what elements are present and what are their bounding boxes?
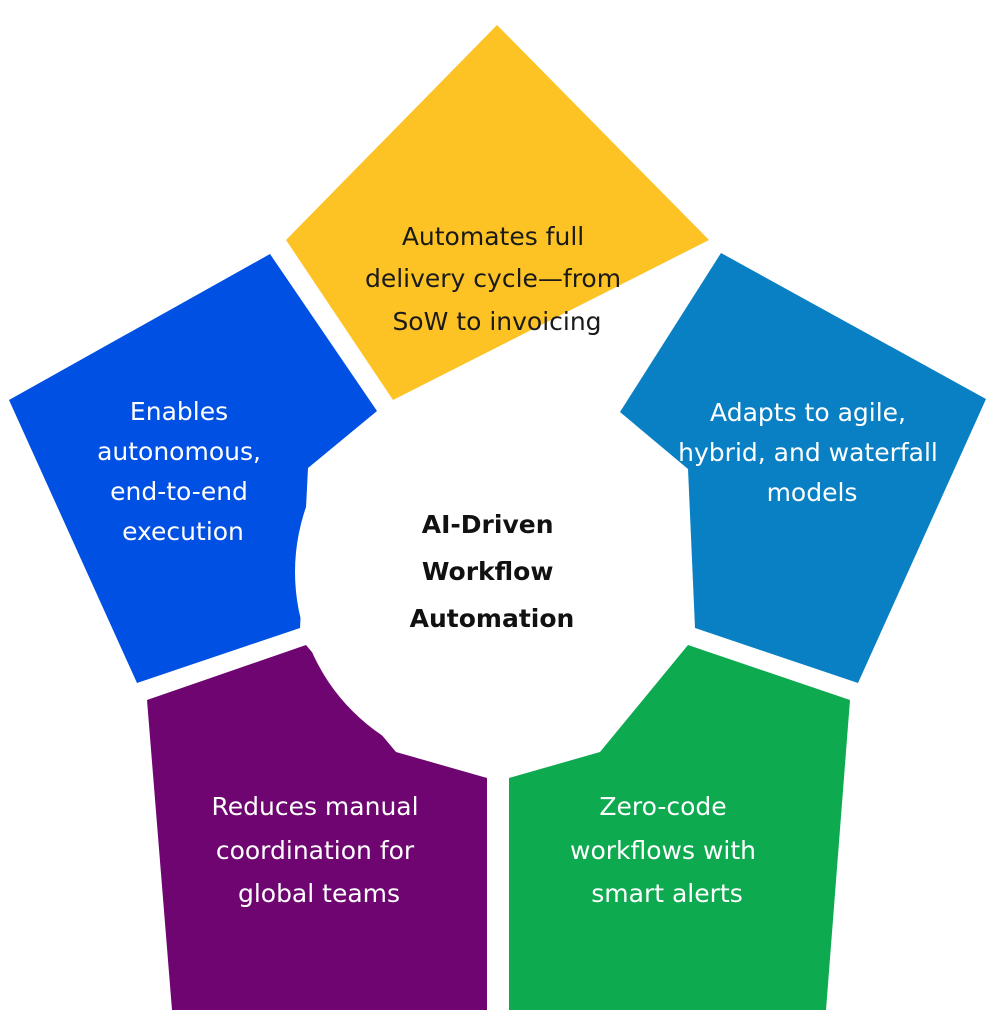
segment-left-line-4: execution [122,517,244,546]
segment-bottom-left-text: Reduces manual coordination for global t… [211,792,426,908]
segment-right-shape [620,253,986,683]
center-title: AI-Driven Workflow Automation [410,510,575,633]
center-circle [295,375,689,769]
segment-left: Enables autonomous, end-to-end execution [9,254,377,683]
segment-right-line-2: hybrid, and waterfall [678,438,938,467]
center-title-line-2: Workflow [422,557,554,586]
segment-left-line-3: end-to-end [110,477,248,506]
segment-bottom-right-line-3: smart alerts [591,879,742,908]
segment-top-line-2: delivery cycle—from [365,264,621,293]
segment-top-line-3: SoW to invoicing [392,307,601,336]
segment-right-line-3: models [767,478,858,507]
segment-left-line-2: autonomous, [97,437,261,466]
center-title-line-3: Automation [410,604,575,633]
segment-bottom-right-text: Zero-code workflows with smart alerts [570,792,764,908]
segment-bottom-left-line-1: Reduces manual [211,792,418,821]
segment-bottom-left-line-3: global teams [238,879,400,908]
segment-left-shape [9,254,377,683]
segment-bottom-right-line-2: workflows with [570,836,756,865]
segment-right-line-1: Adapts to agile, [710,398,906,427]
segment-top-shape [286,25,709,400]
segment-bottom-left: Reduces manual coordination for global t… [147,645,487,1010]
segment-top-text: Automates full delivery cycle—from SoW t… [365,222,629,336]
segment-top-line-1: Automates full [402,222,584,251]
segment-bottom-left-shape [147,645,487,1010]
segment-bottom-right-line-1: Zero-code [599,792,726,821]
segment-top: Automates full delivery cycle—from SoW t… [286,25,709,400]
segment-right-text: Adapts to agile, hybrid, and waterfall m… [678,398,946,507]
segment-right: Adapts to agile, hybrid, and waterfall m… [620,253,986,683]
center-hub: AI-Driven Workflow Automation [295,375,689,769]
segment-left-line-1: Enables [130,397,228,426]
segment-left-text: Enables autonomous, end-to-end execution [97,397,269,546]
segment-bottom-right-shape [509,645,850,1010]
segment-bottom-left-line-2: coordination for [216,836,415,865]
center-title-line-1: AI-Driven [422,510,554,539]
segment-bottom-right: Zero-code workflows with smart alerts [509,645,850,1010]
